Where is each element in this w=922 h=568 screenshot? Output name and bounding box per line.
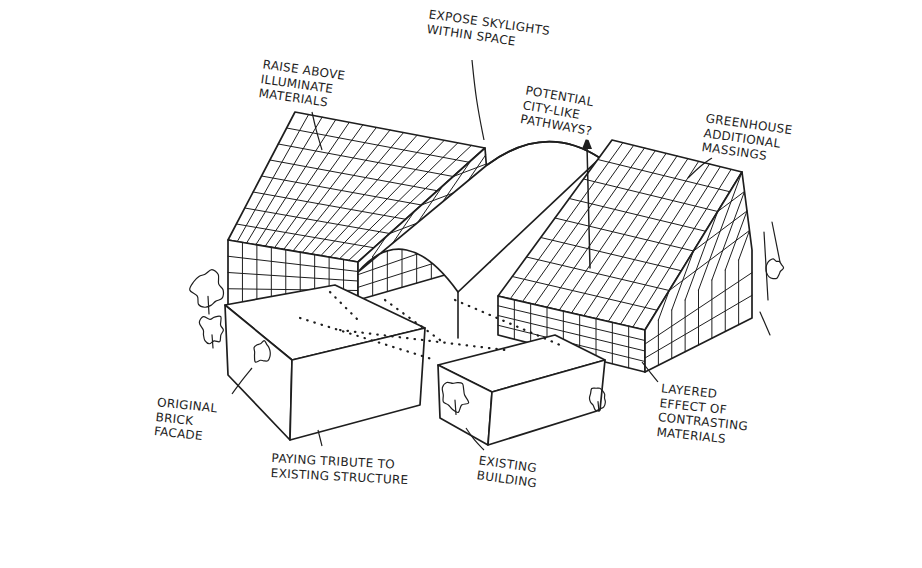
tree-scribble <box>589 388 605 411</box>
block-side <box>438 365 492 445</box>
tree-crown <box>190 270 224 308</box>
leader-line <box>472 60 484 140</box>
dotted-pathway <box>385 300 440 340</box>
annotation-slot: GREENHOUSE ADDITIONAL MASSINGS <box>699 110 804 169</box>
leader-line <box>232 368 252 394</box>
dotted-pathway <box>330 292 358 320</box>
grid-line <box>402 245 403 287</box>
grid-line <box>658 320 659 365</box>
tree-crown <box>254 341 270 363</box>
grid-line <box>711 280 712 338</box>
grid-line <box>738 260 739 325</box>
grid-line <box>718 192 745 212</box>
tree-crown <box>589 388 605 410</box>
grid-line <box>685 212 718 301</box>
tree-trunk <box>598 402 599 412</box>
sketch-stroke <box>764 232 768 300</box>
grid-line <box>527 257 670 291</box>
existing-block-left <box>225 285 425 440</box>
annotation-slot: LAYERED EFFECT OF CONTRASTING MATERIALS <box>654 380 764 451</box>
annotation-slot: RAISE ABOVE ILLUMINATE MATERIALS <box>256 56 365 116</box>
grid-line <box>725 270 726 332</box>
sketch-stroke <box>760 312 770 335</box>
grid-line <box>278 144 453 177</box>
sketch-annotation: ORIGINAL BRICK FACADE <box>151 394 235 448</box>
grid-line <box>712 192 745 281</box>
vault-arch <box>487 142 600 165</box>
grid-line <box>698 290 699 345</box>
grid-line <box>270 160 438 191</box>
vault-edge <box>457 292 459 338</box>
tree-scribble <box>254 341 270 363</box>
sketch-annotation: EXPOSE SKYLIGHTS WITHIN SPACE <box>424 6 559 55</box>
tree-trunk <box>212 335 213 348</box>
grid-line <box>694 211 748 251</box>
sketch-annotation: EXISTING BUILDING <box>474 452 569 496</box>
grid-line <box>671 310 672 359</box>
block-front <box>290 328 425 440</box>
grid-line <box>228 273 358 282</box>
annotation-slot: POTENTIAL CITY-LIKE PATHWAYS? <box>517 82 610 142</box>
leader-line <box>642 362 658 382</box>
grid-line <box>253 192 406 219</box>
sketch-annotation: LAYERED EFFECT OF CONTRASTING MATERIALS <box>654 380 764 451</box>
annotation-slot: PAYING TRIBUTE TO EXISTING STRUCTURE <box>268 450 419 489</box>
grid-line <box>685 300 686 352</box>
dotted-pathway <box>455 300 560 345</box>
tree-crown <box>766 259 784 279</box>
grid-line <box>372 256 373 295</box>
grid-line <box>228 256 358 271</box>
grid-line <box>287 128 470 162</box>
dotted-pathway <box>340 330 505 350</box>
tree-scribble <box>442 382 468 414</box>
sketch-annotation: POTENTIAL CITY-LIKE PATHWAYS? <box>517 82 610 142</box>
leader-line <box>318 430 322 446</box>
right-greenhouse <box>498 140 752 372</box>
annotation-slot: EXPOSE SKYLIGHTS WITHIN SPACE <box>424 6 559 55</box>
tree-trunk <box>208 296 209 314</box>
tree-crown <box>199 316 223 344</box>
existing-block-right <box>438 335 605 445</box>
sketch-annotation: PAYING TRIBUTE TO EXISTING STRUCTURE <box>268 450 419 489</box>
tree-scribble <box>199 316 223 348</box>
annotation-slot: ORIGINAL BRICK FACADE <box>151 394 235 448</box>
greenhouse-gable <box>645 172 752 372</box>
leader-line <box>312 112 322 150</box>
grid-line <box>658 291 669 321</box>
leader-line <box>688 158 712 178</box>
brick-facade <box>225 305 292 440</box>
arrow-shaft <box>587 146 590 268</box>
grid-line <box>387 251 388 292</box>
grid-line <box>262 176 422 205</box>
sketch-stroke <box>772 222 780 262</box>
annotation-slot: EXISTING BUILDING <box>474 452 569 496</box>
leader-line <box>466 428 484 450</box>
tree-scribble <box>766 259 784 279</box>
grid-line <box>645 273 752 344</box>
grid-line <box>645 295 752 358</box>
block-front <box>488 360 605 445</box>
sketch-annotation: RAISE ABOVE ILLUMINATE MATERIALS <box>256 56 365 116</box>
tree-trunk <box>455 400 456 414</box>
tree-scribble <box>190 270 224 314</box>
grid-line <box>498 306 645 341</box>
sketch-annotation: GREENHOUSE ADDITIONAL MASSINGS <box>699 110 804 169</box>
